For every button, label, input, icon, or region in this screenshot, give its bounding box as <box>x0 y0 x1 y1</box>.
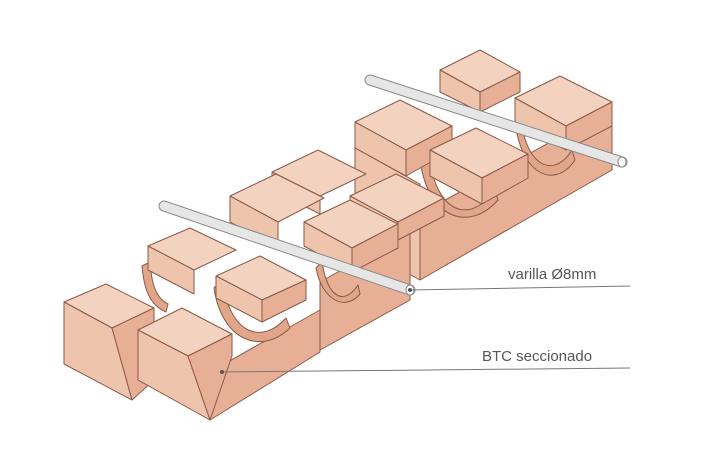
back-block-side <box>479 71 521 113</box>
leader-line-section <box>221 367 631 373</box>
front-block-side <box>261 279 307 323</box>
leader-line-rod <box>409 285 631 291</box>
section-label: BTC seccionado <box>482 348 593 365</box>
front-block-side <box>187 333 233 421</box>
rod-label: varilla Ø8mm <box>508 266 597 283</box>
front-trough-cut <box>213 279 291 343</box>
leader-dot-rod <box>408 288 412 292</box>
front-trough-cut <box>141 261 169 313</box>
middle-block-side <box>351 223 399 273</box>
rod-back <box>364 74 628 168</box>
front-block-front <box>147 245 195 295</box>
front-row <box>63 227 321 421</box>
middle-trough-cut <box>315 261 361 303</box>
back-block-side <box>481 153 529 205</box>
leader-dot-section <box>220 370 224 374</box>
